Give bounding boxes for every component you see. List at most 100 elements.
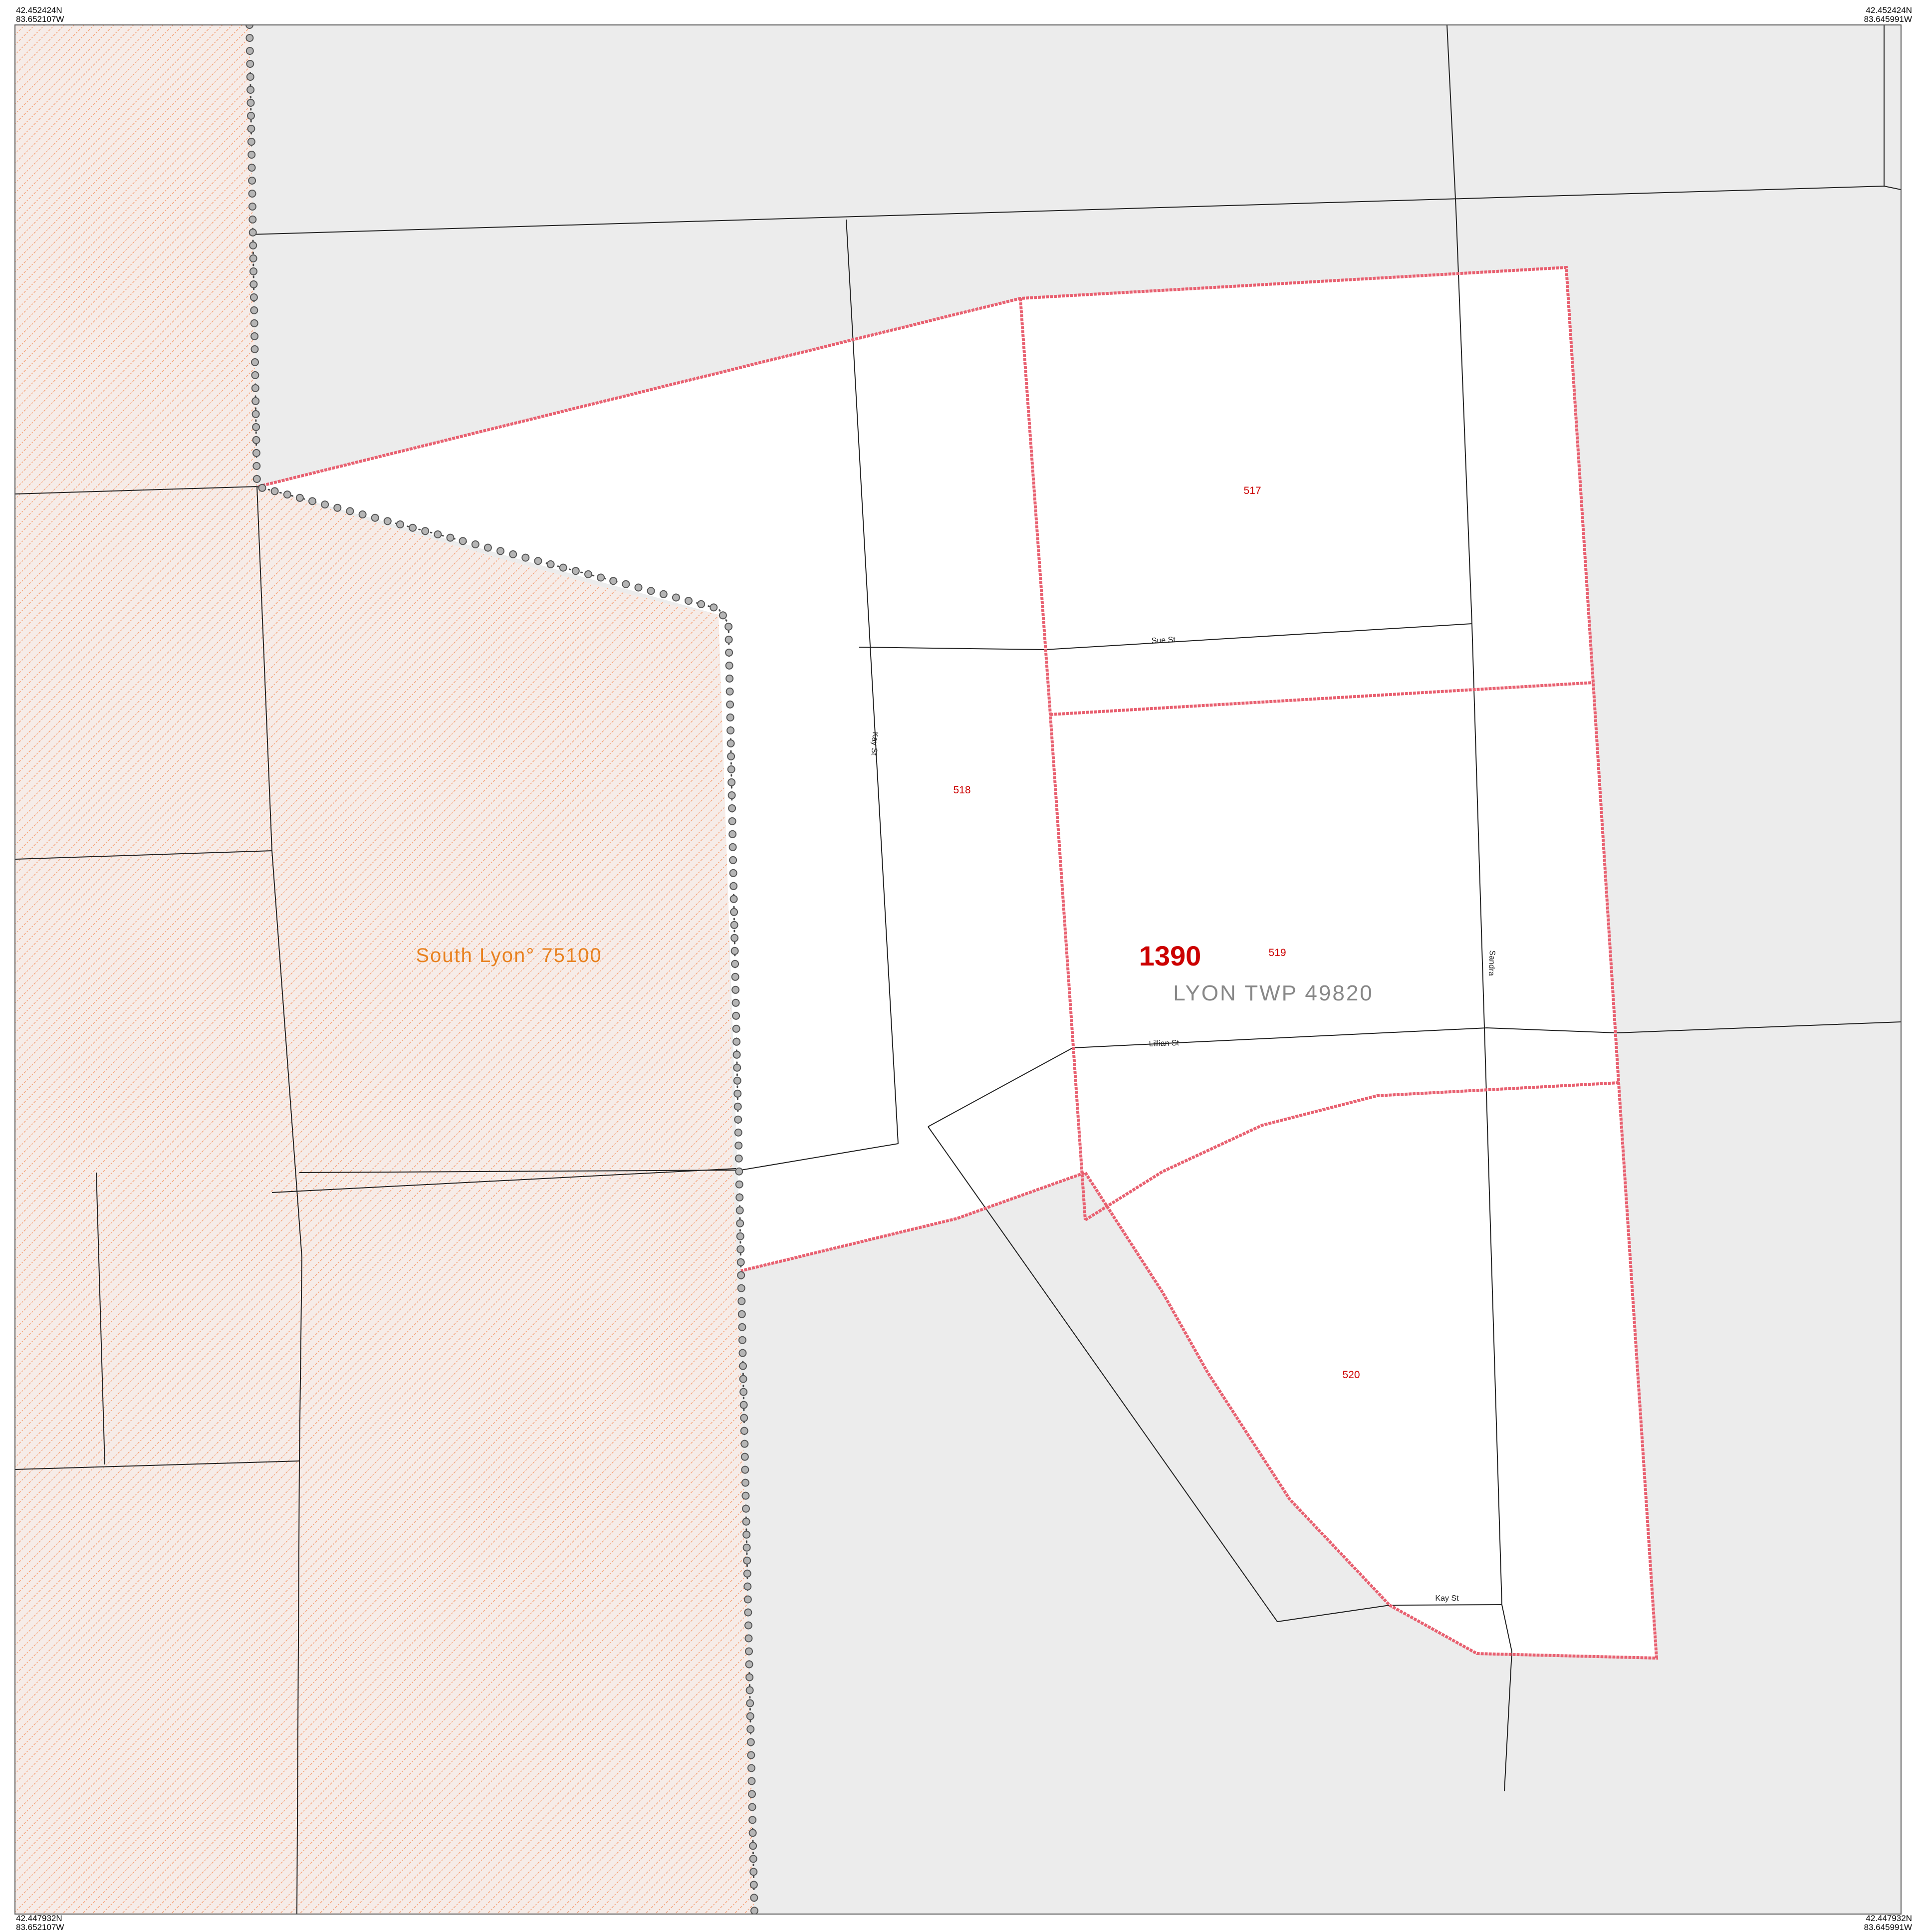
city-boundary-marker [735, 1180, 743, 1189]
city-boundary-marker [748, 1790, 756, 1798]
corner-coordinate-top-left: 42.452424N 83.652107W [16, 5, 64, 24]
city-boundary-marker [383, 517, 392, 525]
city-boundary-marker [252, 449, 260, 457]
city-boundary-marker [584, 570, 592, 578]
city-boundary-marker [732, 1024, 740, 1033]
zone-1390-area[interactable] [258, 267, 1657, 1658]
city-boundary-marker [283, 490, 291, 499]
city-boundary-marker [252, 423, 260, 431]
city-boundary-marker [249, 280, 258, 288]
city-boundary-marker [534, 557, 542, 565]
city-boundary-marker [459, 537, 467, 545]
city-boundary-marker [742, 1530, 751, 1539]
city-boundary-marker [743, 1582, 752, 1591]
city-boundary-marker [597, 573, 605, 582]
city-boundary-marker [434, 530, 442, 538]
city-boundary-marker [732, 1011, 740, 1020]
city-boundary-marker [728, 843, 737, 851]
city-boundary-marker [745, 1647, 753, 1656]
city-boundary-marker [739, 1388, 748, 1396]
city-boundary-marker [748, 1829, 757, 1837]
city-boundary-marker [718, 611, 727, 620]
city-boundary-marker [521, 553, 530, 562]
city-boundary-marker [247, 164, 256, 172]
city-boundary-marker [726, 700, 734, 709]
city-boundary-marker [734, 1141, 743, 1150]
city-boundary-marker [747, 1751, 755, 1759]
city-boundary-marker [333, 503, 342, 512]
city-boundary-marker [734, 1115, 742, 1124]
city-boundary-marker [247, 125, 255, 133]
city-boundary-marker [252, 462, 261, 470]
city-boundary-marker [750, 1894, 758, 1902]
city-boundary-marker [725, 648, 733, 657]
city-boundary-marker [509, 550, 517, 558]
street-label-kay-st-vertical: Kay St [870, 731, 879, 756]
city-boundary-marker [730, 947, 739, 955]
city-boundary-marker [251, 371, 259, 379]
city-boundary-marker [246, 60, 254, 68]
city-boundary-marker [246, 86, 255, 94]
city-boundary-marker [251, 410, 260, 418]
city-boundary-marker [250, 306, 258, 314]
city-boundary-marker [745, 1673, 754, 1682]
city-boundary-marker [746, 1738, 755, 1746]
city-label-south-lyon: South Lyon° 75100 [416, 945, 602, 966]
city-boundary-marker [245, 25, 253, 29]
city-boundary-marker [346, 507, 354, 515]
city-boundary-marker [246, 99, 255, 107]
city-boundary-marker [732, 1037, 741, 1046]
city-boundary-marker [496, 547, 504, 555]
city-boundary-marker [737, 1284, 745, 1292]
city-boundary-marker [742, 1517, 750, 1526]
city-boundary-marker [748, 1803, 756, 1811]
city-boundary-marker [727, 765, 735, 773]
city-boundary-marker [622, 580, 630, 588]
city-boundary-marker [740, 1427, 748, 1435]
city-boundary-marker [734, 1154, 743, 1163]
city-boundary-marker [295, 493, 304, 502]
city-boundary-marker [739, 1362, 747, 1370]
city-boundary-marker [248, 203, 256, 211]
city-boundary-marker [358, 510, 367, 518]
city-boundary-marker [251, 358, 259, 366]
city-boundary-marker [741, 1478, 749, 1487]
city-boundary-marker [247, 151, 256, 159]
city-boundary-marker [250, 332, 259, 340]
city-boundary-marker [731, 960, 739, 968]
city-boundary-dots [248, 25, 755, 1914]
city-boundary-marker [736, 1245, 745, 1253]
city-boundary-marker [483, 543, 492, 552]
city-boundary-marker [736, 1258, 745, 1266]
city-boundary-marker [749, 1855, 757, 1863]
city-boundary-marker [446, 533, 455, 542]
city-boundary-marker [742, 1543, 751, 1552]
city-boundary-marker [735, 1193, 744, 1202]
city-boundary-marker [747, 1777, 756, 1785]
city-boundary-marker [308, 497, 316, 505]
city-boundary-marker [729, 856, 737, 864]
city-boundary-marker [248, 177, 256, 185]
city-boundary-marker [728, 817, 736, 825]
city-boundary-marker [741, 1491, 750, 1500]
city-boundary-marker [745, 1686, 754, 1694]
city-boundary-marker [737, 1297, 746, 1305]
city-boundary-marker [726, 713, 734, 722]
city-boundary-marker [697, 600, 706, 608]
city-boundary-marker [409, 523, 417, 532]
city-boundary-marker [732, 1050, 741, 1059]
city-boundary-marker [748, 1816, 757, 1824]
corner-coordinate-top-right: 42.452424N 83.645991W [1864, 5, 1912, 24]
city-area-south-lyon[interactable] [15, 25, 754, 1914]
city-boundary-marker [744, 1608, 752, 1617]
city-boundary-marker [396, 520, 404, 528]
city-boundary-marker [730, 921, 738, 929]
city-boundary-marker [749, 1868, 758, 1876]
city-boundary-marker [252, 475, 261, 483]
city-boundary-marker [725, 687, 734, 696]
city-boundary-marker [249, 254, 257, 262]
city-boundary-marker [735, 1167, 743, 1176]
city-boundary-marker [559, 563, 567, 572]
city-boundary-marker [250, 345, 259, 353]
